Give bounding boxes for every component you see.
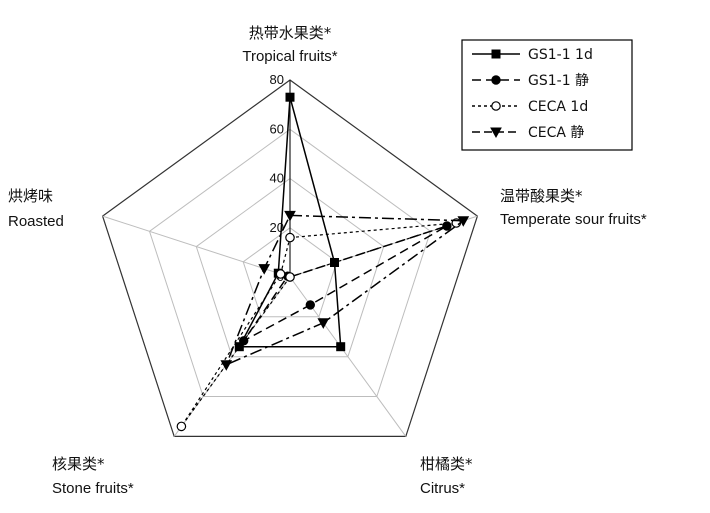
grid-ring-20	[242, 227, 338, 318]
series-3-point-4	[258, 264, 271, 275]
tick-label-40: 40	[270, 171, 284, 186]
axis-label-en-1: Temperate sour fruits*	[500, 211, 647, 228]
legend-marker-1	[491, 75, 501, 85]
legend-item-2: CECA 1d	[472, 99, 588, 115]
series-1-point-2	[305, 300, 315, 310]
axis-label-3: 核果类* Stone fruits*	[52, 455, 134, 497]
tick-label-60: 60	[270, 121, 284, 136]
axis-label-1: 温带酸果类* Temperate sour fruits*	[500, 187, 647, 228]
axis-label-en-4: Roasted	[8, 213, 64, 230]
series-2-point-2	[285, 272, 295, 282]
radar-spokes	[102, 80, 478, 437]
spoke-4	[102, 215, 291, 278]
legend-label-2: CECA 1d	[528, 99, 588, 115]
series-2	[176, 218, 462, 432]
radar-grid	[101, 79, 479, 437]
legend-label-0: GS1-1 1d	[528, 47, 593, 63]
legend-marker-2	[491, 101, 501, 111]
series-3-point-3	[220, 360, 233, 371]
axis-label-cn-1: 温带酸果类*	[500, 187, 583, 205]
series-0-point-2	[336, 342, 346, 352]
axis-label-cn-3: 核果类*	[52, 455, 105, 473]
axis-label-cn-4: 烘烤味	[8, 187, 53, 205]
series-2-point-0	[285, 232, 295, 243]
series-2-point-3	[176, 421, 187, 432]
series-0-point-0	[285, 92, 295, 102]
series-line-2	[180, 222, 457, 427]
axis-label-2: 柑橘类* Citrus*	[420, 455, 473, 497]
radial-axis-ticks: 020406080	[270, 72, 284, 284]
series-line-0	[238, 97, 342, 348]
axis-labels: 热带水果类* Tropical fruits* 温带酸果类* Temperate so…	[8, 24, 647, 497]
axis-label-en-0: Tropical fruits*	[242, 48, 337, 65]
axis-label-0: 热带水果类* Tropical fruits*	[242, 24, 337, 65]
grid-ring-60	[148, 128, 432, 397]
series-3-point-1	[457, 216, 470, 227]
axis-label-cn-0: 热带水果类*	[249, 24, 332, 42]
grid-ring-80	[101, 79, 479, 437]
axis-label-4: 烘烤味 Roasted	[8, 187, 64, 230]
legend-item-0: GS1-1 1d	[472, 47, 593, 63]
series-1	[239, 221, 452, 346]
grid-ring-40	[195, 177, 385, 358]
axis-label-en-2: Citrus*	[420, 480, 465, 497]
legend: GS1-1 1d GS1-1 静 CECA 1d CECA 静	[461, 39, 633, 151]
legend-label-1: GS1-1 静	[528, 73, 589, 89]
legend-item-3: CECA 静	[472, 125, 584, 141]
series-2-point-4	[275, 269, 286, 279]
series-3	[220, 210, 470, 371]
legend-item-1: GS1-1 静	[472, 73, 589, 89]
axis-label-en-3: Stone fruits*	[52, 480, 134, 497]
series-3-point-0	[284, 210, 296, 222]
series-layer	[176, 92, 470, 432]
series-3-point-2	[317, 318, 330, 329]
legend-marker-0	[491, 49, 501, 59]
legend-marker-3	[490, 127, 502, 139]
tick-label-80: 80	[270, 72, 284, 87]
axis-label-cn-2: 柑橘类*	[420, 455, 473, 473]
legend-label-3: CECA 静	[528, 125, 584, 141]
series-line-3	[224, 214, 466, 367]
